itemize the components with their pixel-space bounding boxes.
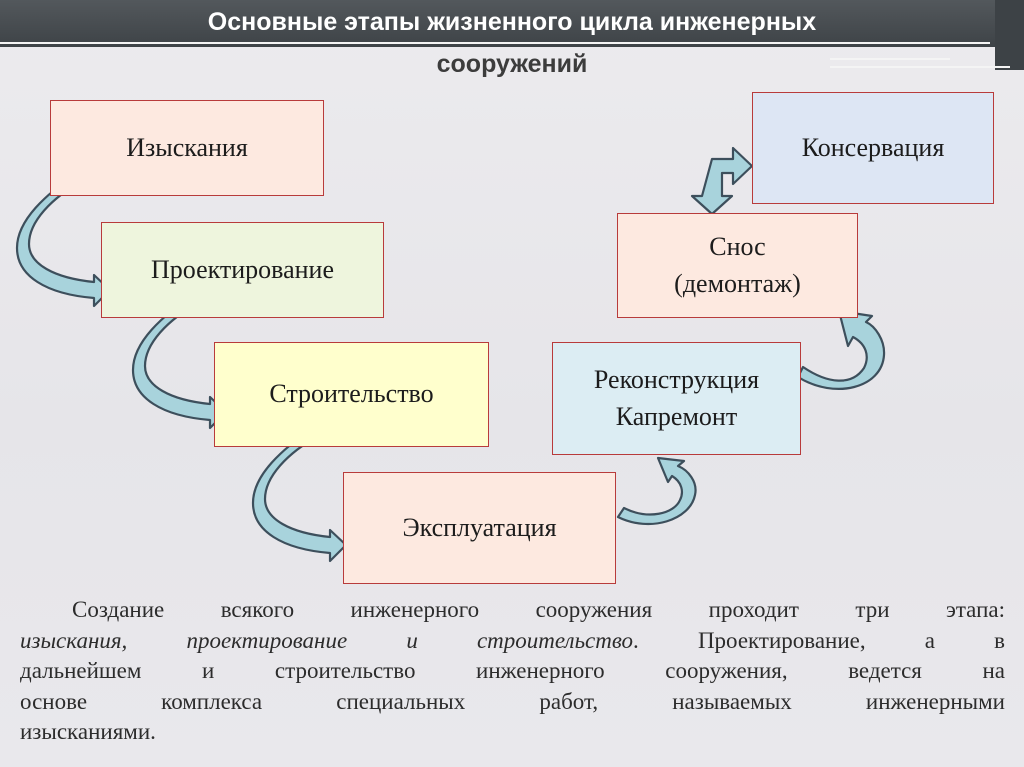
paragraph-line-5: изысканиями. — [20, 719, 156, 744]
header-bar — [0, 0, 1024, 47]
double-arrow-icon — [690, 146, 754, 216]
stage-demolition: Снос (демонтаж) — [617, 213, 858, 318]
paragraph-line-4: основе комплекса специальных работ, назы… — [20, 688, 1005, 714]
description-paragraph: Создание всякого инженерного сооружения … — [20, 595, 1005, 748]
page-title-line2: сооружений — [436, 50, 588, 78]
header-decor-line — [0, 42, 990, 44]
paragraph-italic-stages: изыскания, проектирование и строительств… — [20, 627, 634, 653]
curved-arrow-icon — [796, 309, 886, 390]
stage-conservation: Консервация — [752, 92, 994, 204]
stage-surveys: Изыскания — [50, 100, 324, 196]
title-decor-line-top — [830, 58, 950, 60]
title-decor-line-bottom — [830, 66, 1010, 68]
stage-construction: Строительство — [214, 342, 489, 447]
paragraph-text-2: . Проектирование, а в — [633, 627, 1005, 653]
stage-design: Проектирование — [101, 222, 384, 318]
stage-reconstruction: Реконструкция Капремонт — [552, 342, 801, 455]
page-title-line1: Основные этапы жизненного цикла инженерн… — [207, 8, 817, 36]
curved-arrow-icon — [616, 456, 697, 526]
paragraph-line-3: дальнейшем и строительство инженерного с… — [20, 658, 1005, 683]
paragraph-text-1: Создание всякого инженерного сооружения … — [72, 597, 1005, 622]
stage-operation: Эксплуатация — [343, 472, 616, 584]
header-corner-block — [995, 0, 1024, 70]
